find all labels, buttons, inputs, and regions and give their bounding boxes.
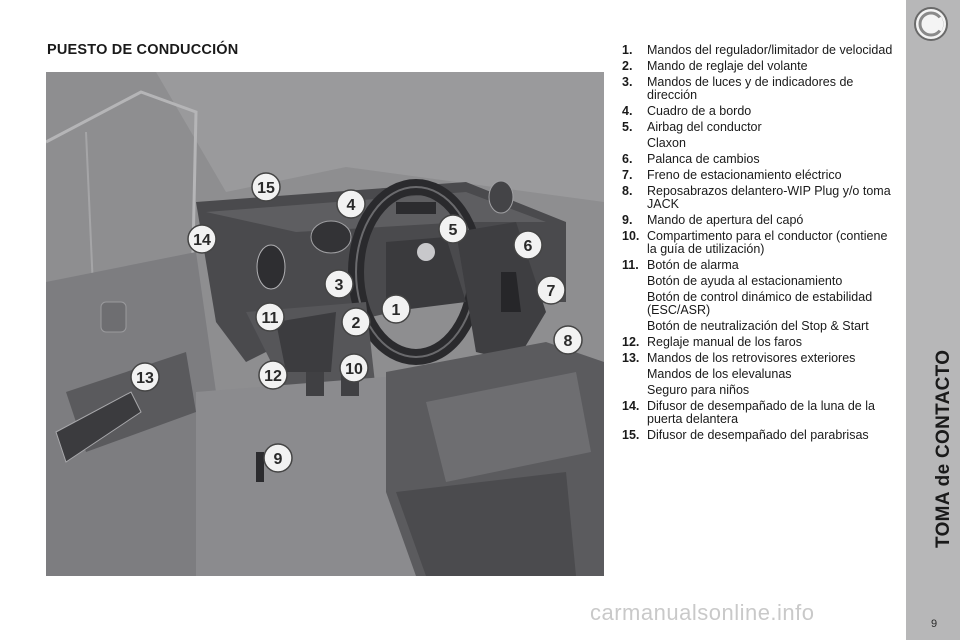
svg-text:6: 6 (524, 238, 533, 255)
legend-text: Mando de apertura del capó (647, 213, 804, 227)
legend-number: 11. (622, 258, 639, 272)
legend-number: 3. (622, 75, 633, 89)
legend-number: 7. (622, 168, 633, 182)
legend-number: 14. (622, 399, 640, 413)
svg-text:3: 3 (335, 277, 344, 294)
legend-text: Freno de estacionamiento eléctrico (647, 168, 842, 182)
legend-item-3: 3. Mandos de luces y de indicadores de d… (622, 76, 894, 102)
legend-item-12: 12. Reglaje manual de los faros (622, 336, 894, 349)
svg-text:7: 7 (547, 283, 556, 300)
legend-item-13: 13. Mandos de los retrovisores exteriore… (622, 352, 894, 365)
legend-text: Cuadro de a bordo (647, 104, 752, 118)
legend-text: Compartimento para el conductor (contien… (647, 229, 888, 256)
legend-item-2: 2. Mando de reglaje del volante (622, 60, 894, 73)
legend-number: 13. (622, 351, 640, 365)
legend-number: 15. (622, 428, 640, 442)
legend-item-15: 15. Difusor de desempañado del parabrisa… (622, 429, 894, 442)
legend-subitem: Botón de neutralización del Stop & Start (647, 319, 869, 333)
cockpit-drawing: 15 4 5 6 14 3 1 7 (46, 72, 604, 576)
legend-number: 10. (622, 229, 640, 243)
callout-11: 11 (255, 302, 285, 332)
svg-text:2: 2 (352, 315, 361, 332)
legend-number: 2. (622, 59, 633, 73)
legend-text: Mandos de luces y de indicadores de dire… (647, 75, 854, 102)
callout-2: 2 (341, 307, 371, 337)
legend-subitem: Seguro para niños (647, 383, 750, 397)
legend-item-11: 11. Botón de alarma (622, 259, 894, 272)
callout-7: 7 (536, 275, 566, 305)
legend-item-4: 4. Cuadro de a bordo (622, 105, 894, 118)
legend-item-5: 5. Airbag del conductor (622, 121, 894, 134)
legend-item-9: 9. Mando de apertura del capó (622, 214, 894, 227)
svg-text:1: 1 (392, 302, 401, 319)
svg-text:11: 11 (262, 310, 279, 327)
legend-subitem: Claxon (647, 136, 686, 150)
legend-text: Difusor de desempañado del parabrisas (647, 428, 869, 442)
legend-number: 6. (622, 152, 633, 166)
legend-subitem: Botón de ayuda al estacionamiento (647, 274, 843, 288)
legend-number: 1. (622, 43, 633, 57)
svg-text:15: 15 (257, 180, 275, 197)
callout-4: 4 (336, 189, 366, 219)
callout-15: 15 (251, 172, 281, 202)
legend-text: Airbag del conductor (647, 120, 762, 134)
legend-text: Reposabrazos delantero-WIP Plug y/o toma… (647, 184, 891, 211)
legend-item-8: 8. Reposabrazos delantero-WIP Plug y/o t… (622, 185, 894, 211)
legend-number: 5. (622, 120, 633, 134)
callout-14: 14 (187, 224, 217, 254)
callout-13: 13 (130, 362, 160, 392)
callout-8: 8 (553, 325, 583, 355)
callout-9: 9 (263, 443, 293, 473)
svg-text:8: 8 (564, 333, 573, 350)
legend-item-7: 7. Freno de estacionamiento eléctrico (622, 169, 894, 182)
callout-3: 3 (324, 269, 354, 299)
svg-text:9: 9 (274, 451, 283, 468)
callout-6: 6 (513, 230, 543, 260)
svg-text:10: 10 (345, 361, 363, 378)
legend-item-6: 6. Palanca de cambios (622, 153, 894, 166)
legend-subitem: Mandos de los elevalunas (647, 367, 792, 381)
legend-list: 1. Mandos del regulador/limitador de vel… (622, 44, 894, 445)
svg-text:5: 5 (449, 222, 458, 239)
legend-text: Mandos del regulador/limitador de veloci… (647, 43, 893, 57)
legend-number: 4. (622, 104, 633, 118)
section-side-tab (906, 0, 960, 640)
page-title: PUESTO DE CONDUCCIÓN (47, 42, 239, 58)
legend-number: 8. (622, 184, 633, 198)
legend-text: Reglaje manual de los faros (647, 335, 802, 349)
legend-text: Mando de reglaje del volante (647, 59, 808, 73)
legend-item-10: 10. Compartimento para el conductor (con… (622, 230, 894, 256)
page-number: 9 (930, 618, 938, 630)
legend-text: Mandos de los retrovisores exteriores (647, 351, 856, 365)
callout-5: 5 (438, 214, 468, 244)
svg-text:4: 4 (347, 197, 356, 214)
legend-item-14: 14. Difusor de desempañado de la luna de… (622, 400, 894, 426)
section-title: TOMA de CONTACTO (933, 349, 954, 548)
callout-10: 10 (339, 353, 369, 383)
legend-item-1: 1. Mandos del regulador/limitador de vel… (622, 44, 894, 57)
svg-text:13: 13 (136, 370, 154, 387)
legend-number: 12. (622, 335, 640, 349)
legend-text: Palanca de cambios (647, 152, 760, 166)
svg-text:12: 12 (264, 368, 282, 385)
cockpit-illustration: 15 4 5 6 14 3 1 7 (46, 72, 604, 576)
legend-text: Botón de alarma (647, 258, 739, 272)
legend-number: 9. (622, 213, 633, 227)
legend-text: Difusor de desempañado de la luna de la … (647, 399, 875, 426)
legend-subitem: Botón de control dinámico de estabilidad… (647, 290, 873, 317)
callout-1: 1 (381, 294, 411, 324)
callout-12: 12 (258, 360, 288, 390)
svg-text:14: 14 (193, 232, 211, 249)
circle-logo-icon (914, 7, 948, 41)
watermark-text: carmanualsonline.info (590, 600, 815, 625)
